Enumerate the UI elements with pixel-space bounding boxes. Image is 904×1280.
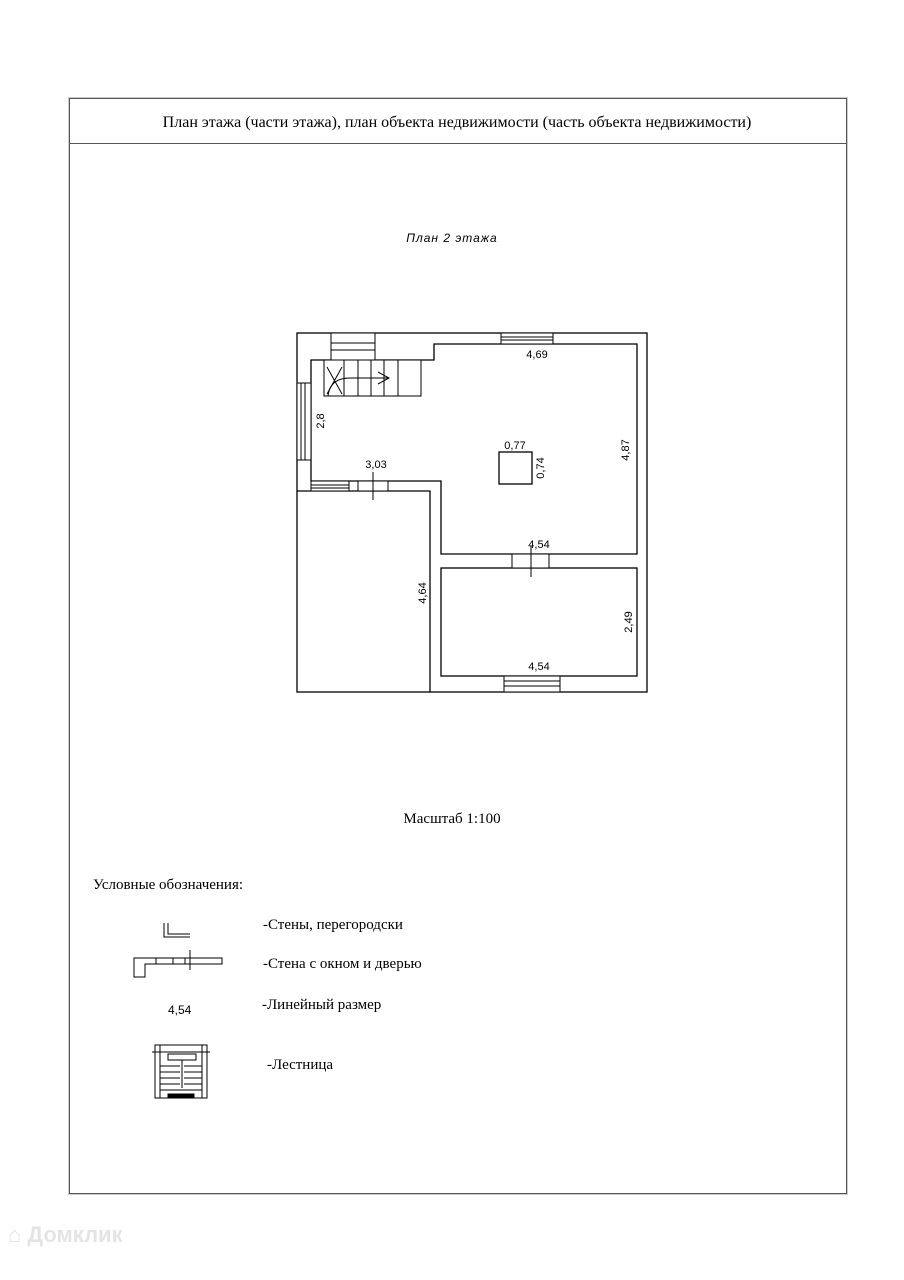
wall-window-door-symbol [133, 950, 223, 978]
dim-column-h: 0,74 [535, 457, 547, 478]
dim-left-room: 4,64 [417, 582, 429, 603]
windows [296, 332, 561, 693]
left-room-wall [297, 490, 431, 692]
dim-small-room-bottom: 4,54 [528, 661, 549, 673]
doors [357, 472, 550, 577]
dim-main-bottom: 4,54 [528, 539, 549, 551]
legend-item-stair: -Лестница [267, 1057, 334, 1073]
dim-main-right: 4,87 [620, 439, 632, 460]
page-frame [69, 98, 847, 1194]
watermark-logo: ⌂ Домклик [8, 1222, 123, 1247]
legend-symbols [133, 923, 223, 1099]
column [498, 451, 533, 485]
header-divider [69, 143, 846, 144]
legend-sample-dimension: 4,54 [168, 1003, 192, 1017]
legend-title: Условные обозначения: [93, 877, 244, 893]
dim-hall-bottom: 3,03 [365, 459, 386, 471]
scale-label: Масштаб 1:100 [403, 811, 501, 827]
outer-wall [296, 332, 648, 693]
document-title: План этажа (части этажа), план объекта н… [162, 114, 752, 131]
stair-symbol [152, 1044, 210, 1099]
small-room-wall [440, 567, 638, 677]
stair [323, 359, 422, 397]
legend-item-walls: -Стены, перегородски [263, 917, 403, 933]
dim-small-room-right: 2,49 [623, 611, 635, 632]
legend-item-dimension: -Линейный размер [262, 997, 382, 1013]
plan-subtitle: План 2 этажа [406, 231, 498, 245]
dim-column-w: 0,77 [504, 440, 525, 452]
legend-item-wall-window-door: -Стена с окном и дверью [263, 956, 422, 972]
wall-symbol [163, 923, 190, 938]
dim-hall-left: 2,8 [315, 413, 327, 428]
dim-main-top: 4,69 [526, 349, 547, 361]
house-icon: ⌂ [8, 1222, 22, 1247]
